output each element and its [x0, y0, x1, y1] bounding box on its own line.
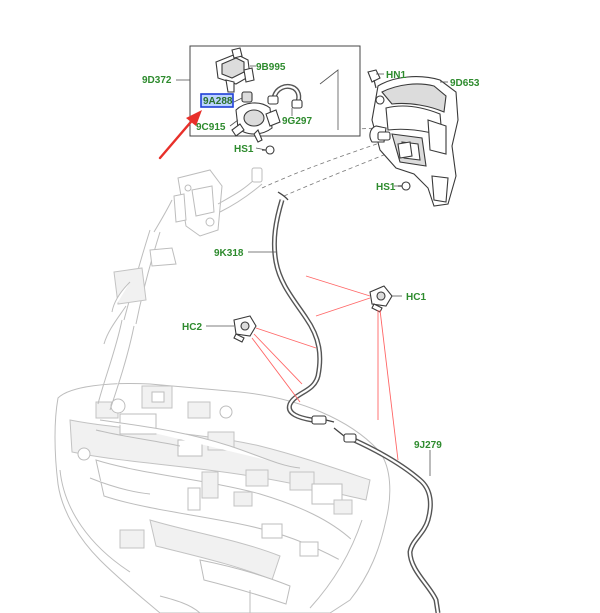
red-pointer-arrow-icon [158, 110, 202, 160]
clip-leader-lines [251, 275, 399, 461]
clip-HC2 [233, 315, 257, 343]
label-9C915[interactable]: 9C915 [196, 122, 226, 133]
label-HC2[interactable]: HC2 [182, 322, 202, 333]
label-9J279[interactable]: 9J279 [414, 440, 442, 451]
clip-HC1 [369, 285, 393, 313]
part-labels: 9D372 9B995 9A288 9C915 9G297 HS1 HN1 9D… [142, 62, 480, 451]
label-HS1-top[interactable]: HS1 [234, 144, 254, 155]
label-leaders [176, 65, 448, 476]
highlight-box-9A288 [200, 93, 234, 108]
label-HC1[interactable]: HC1 [406, 292, 426, 303]
filler-bracket-assembly [97, 167, 263, 411]
fitting [241, 91, 253, 103]
label-9G297[interactable]: 9G297 [282, 116, 312, 127]
pump-9C915 [231, 102, 281, 143]
inset-bracket-line [319, 69, 339, 130]
label-HN1[interactable]: HN1 [386, 70, 406, 81]
label-9D653[interactable]: 9D653 [450, 78, 480, 89]
hose-9G297 [267, 83, 303, 109]
screw-HS1-top [262, 145, 275, 155]
label-9D372[interactable]: 9D372 [142, 75, 172, 86]
label-HS1-right[interactable]: HS1 [376, 182, 396, 193]
fuel-tank [54, 383, 391, 613]
pipe-9K318 [271, 191, 335, 425]
label-9K318[interactable]: 9K318 [214, 248, 244, 259]
bolt-HN1 [367, 69, 381, 89]
canister-9D653 [369, 76, 459, 207]
pipe-9J279 [333, 427, 441, 613]
label-9B995[interactable]: 9B995 [256, 62, 286, 73]
label-9A288[interactable]: 9A288 [203, 96, 233, 107]
valve-9B995 [215, 47, 255, 93]
